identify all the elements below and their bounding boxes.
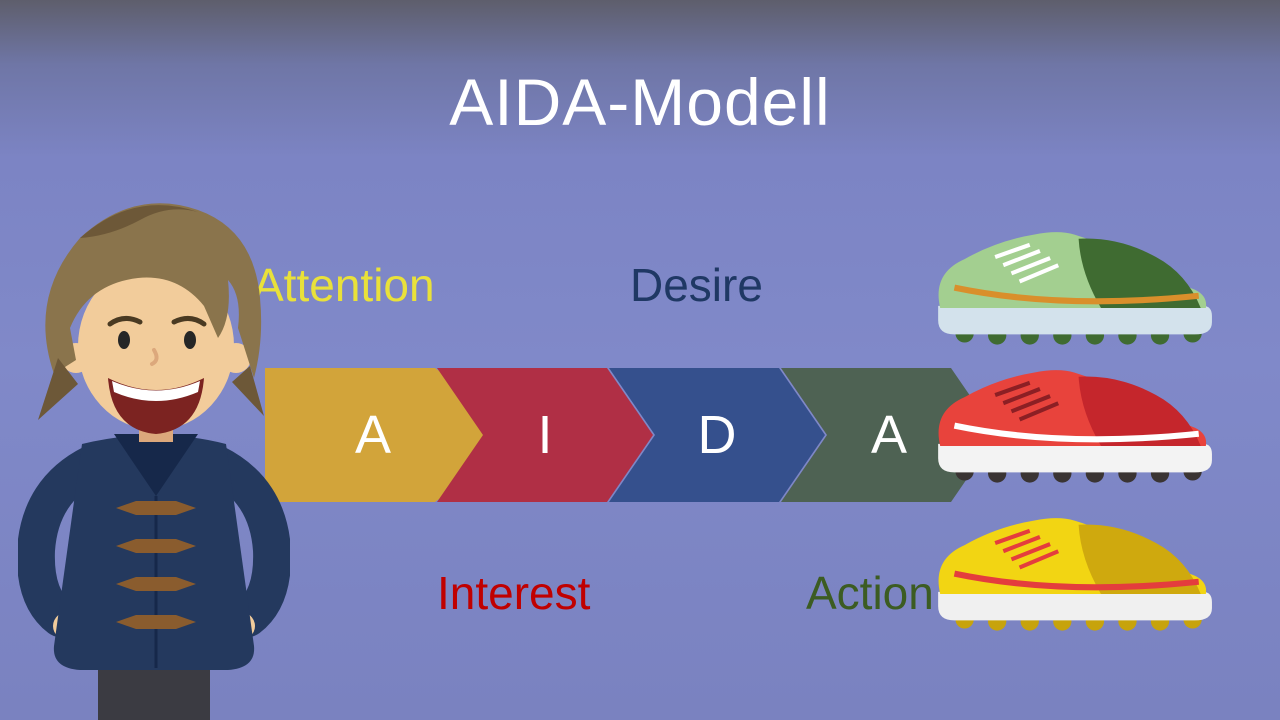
toggle-buttons xyxy=(116,501,196,629)
hair-bang-left xyxy=(38,358,78,420)
laces xyxy=(994,528,1060,570)
heel-accent xyxy=(1078,376,1201,446)
laces xyxy=(994,380,1060,422)
green-sneaker-illustration xyxy=(938,232,1212,345)
chevron-letter: A xyxy=(354,405,392,465)
laces xyxy=(994,242,1060,284)
label-desire: Desire xyxy=(630,259,763,311)
right-arm xyxy=(197,445,290,637)
heel-accent xyxy=(1078,524,1201,594)
chevron-interest: I xyxy=(437,368,653,502)
cartoon-character-illustration xyxy=(18,203,290,720)
collar xyxy=(114,434,198,496)
sole xyxy=(938,305,1212,335)
chevron-letter: D xyxy=(697,405,737,465)
left-eyebrow xyxy=(107,316,143,327)
label-action: Action xyxy=(806,567,934,619)
right-eyebrow xyxy=(171,316,207,327)
label-attention: Attention xyxy=(253,259,435,311)
yellow-sneaker-illustration xyxy=(938,518,1212,631)
right-eye xyxy=(184,331,196,349)
side-stripe xyxy=(953,422,1200,443)
red-sneaker-illustration xyxy=(938,370,1212,483)
side-stripe xyxy=(953,570,1200,591)
nose xyxy=(150,348,159,366)
left-eye xyxy=(118,331,130,349)
teeth xyxy=(112,381,200,401)
hair xyxy=(45,203,262,378)
heel-accent xyxy=(1078,238,1201,308)
side-stripe xyxy=(953,284,1200,305)
chevron-desire: D xyxy=(609,368,825,502)
hair-bang-right xyxy=(232,366,264,416)
sole xyxy=(938,591,1212,621)
label-interest: Interest xyxy=(437,567,591,619)
left-arm xyxy=(18,445,111,637)
sole xyxy=(938,443,1212,473)
slide-title: AIDA-Modell xyxy=(449,65,831,139)
hair-highlight xyxy=(80,205,198,238)
chevron-letter: A xyxy=(870,405,908,465)
chevron-letter: I xyxy=(537,405,553,465)
